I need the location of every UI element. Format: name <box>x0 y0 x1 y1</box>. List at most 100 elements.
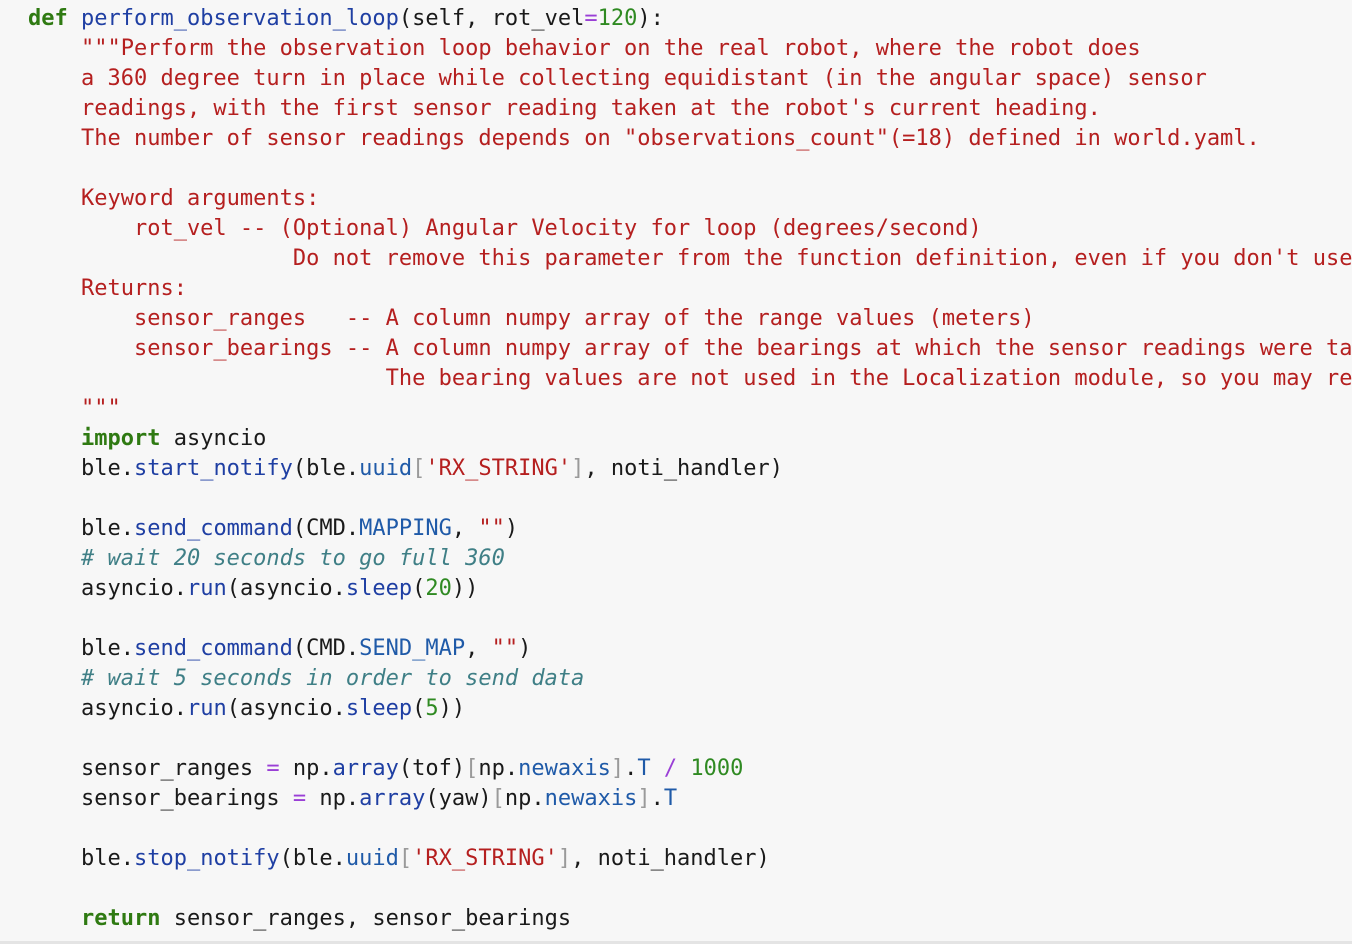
code-token: ble. <box>28 516 134 541</box>
code-token: # wait 20 seconds to go full 360 <box>28 546 505 571</box>
code-token: [ <box>398 846 413 871</box>
code-token <box>28 156 41 181</box>
code-token: (tof) <box>398 756 466 781</box>
code-token: T <box>663 786 678 811</box>
code-line <box>28 814 1352 844</box>
code-line <box>28 604 1352 634</box>
code-token: uuid <box>345 846 399 871</box>
code-token: np. <box>279 756 333 781</box>
code-token: = <box>584 6 598 31</box>
code-token <box>28 816 41 841</box>
code-token <box>28 606 41 631</box>
code-token: = <box>266 756 280 781</box>
code-token: MAPPING <box>359 516 452 541</box>
code-token: 'RX_STRING' <box>425 456 572 481</box>
code-token: sensor_bearings -- A column numpy array … <box>133 336 1352 361</box>
code-token: ): <box>637 6 664 31</box>
code-line: sensor_bearings -- A column numpy array … <box>28 334 1352 364</box>
code-token: ( <box>412 576 426 601</box>
code-token: (CMD. <box>292 516 360 541</box>
code-token: rot_vel -- (Optional) Angular Velocity f… <box>28 216 982 241</box>
code-token: [ <box>491 786 505 811</box>
code-token: 1000 <box>690 756 744 781</box>
code-token: asyncio <box>160 426 267 451</box>
code-token: [ <box>412 456 426 481</box>
code-token: sensor_ranges, sensor_bearings <box>160 906 572 931</box>
code-token: 120 <box>597 6 638 31</box>
code-line: ble.start_notify(ble.uuid['RX_STRING'], … <box>28 454 1352 484</box>
cell-bottom-border <box>0 941 1352 944</box>
code-line: Do not remove this parameter from the fu… <box>28 244 1352 274</box>
code-line: rot_vel -- (Optional) Angular Velocity f… <box>28 214 1352 244</box>
code-token: SEND_MAP <box>359 636 466 661</box>
code-line: sensor_ranges -- A column numpy array of… <box>28 304 1352 334</box>
code-line <box>28 154 1352 184</box>
code-token: ] <box>637 786 651 811</box>
code-line: ble.stop_notify(ble.uuid['RX_STRING'], n… <box>28 844 1352 874</box>
code-line: a 360 degree turn in place while collect… <box>28 64 1352 94</box>
code-token: array <box>359 786 426 811</box>
code-token: ] <box>557 846 572 871</box>
code-line: The bearing values are not used in the L… <box>28 364 1352 394</box>
code-token: np. <box>306 786 360 811</box>
code-token: , noti_handler) <box>584 456 784 481</box>
code-token: return <box>80 906 161 931</box>
code-line: ble.send_command(CMD.MAPPING, "") <box>28 514 1352 544</box>
code-token: . <box>624 756 638 781</box>
code-token: )) <box>438 696 466 721</box>
code-token: 5 <box>425 696 439 721</box>
code-line: Returns: <box>28 274 1352 304</box>
code-token: stop_notify <box>133 846 280 871</box>
code-token: (self, rot_vel <box>398 6 585 31</box>
code-token: (asyncio. <box>226 696 346 721</box>
code-token <box>28 426 81 451</box>
code-line: # wait 5 seconds in order to send data <box>28 664 1352 694</box>
code-token: ) <box>504 516 519 541</box>
code-token <box>28 726 41 751</box>
code-token: [ <box>465 756 479 781</box>
code-token: uuid <box>359 456 413 481</box>
code-line: def perform_observation_loop(self, rot_v… <box>28 4 1352 34</box>
code-token: "" <box>478 516 505 541</box>
code-token: ble. <box>28 456 134 481</box>
code-token: send_command <box>133 636 293 661</box>
code-token <box>28 906 81 931</box>
code-line: sensor_bearings = np.array(yaw)[np.newax… <box>28 784 1352 814</box>
code-token: 'RX_STRING' <box>412 846 558 871</box>
code-token: sensor_ranges -- A column numpy array of… <box>28 306 1035 331</box>
code-token: a 360 degree turn in place while collect… <box>28 66 1207 91</box>
code-token: perform_observation_loop <box>81 6 399 31</box>
code-token <box>677 756 690 781</box>
code-editor[interactable]: def perform_observation_loop(self, rot_v… <box>28 4 1352 934</box>
code-token: newaxis <box>544 786 638 811</box>
code-token: Returns: <box>28 276 187 301</box>
code-token: = <box>292 786 307 811</box>
code-token: , <box>465 636 492 661</box>
code-token: ] <box>571 456 585 481</box>
code-token: sleep <box>345 576 413 601</box>
code-token: "" <box>491 636 519 661</box>
code-line: # wait 20 seconds to go full 360 <box>28 544 1352 574</box>
code-token <box>68 6 81 31</box>
code-token: The bearing values are not used in the L… <box>385 366 1352 391</box>
code-line <box>28 724 1352 754</box>
code-token: newaxis <box>518 756 611 781</box>
code-token <box>28 876 41 901</box>
code-token <box>651 756 664 781</box>
code-token: T <box>637 756 651 781</box>
code-token: ) <box>518 636 532 661</box>
code-line: """ <box>28 394 1352 424</box>
code-token: (ble. <box>292 456 360 481</box>
code-token: (asyncio. <box>226 576 346 601</box>
code-line: asyncio.run(asyncio.sleep(20)) <box>28 574 1352 604</box>
code-line: import asyncio <box>28 424 1352 454</box>
code-token: ble. <box>28 636 134 661</box>
code-token: sensor_bearings <box>28 786 293 811</box>
code-line: ble.send_command(CMD.SEND_MAP, "") <box>28 634 1352 664</box>
code-token: Keyword arguments: <box>28 186 320 211</box>
code-token <box>28 486 41 511</box>
code-token: ] <box>610 756 625 781</box>
code-token: (yaw) <box>425 786 492 811</box>
code-token: . <box>650 786 664 811</box>
